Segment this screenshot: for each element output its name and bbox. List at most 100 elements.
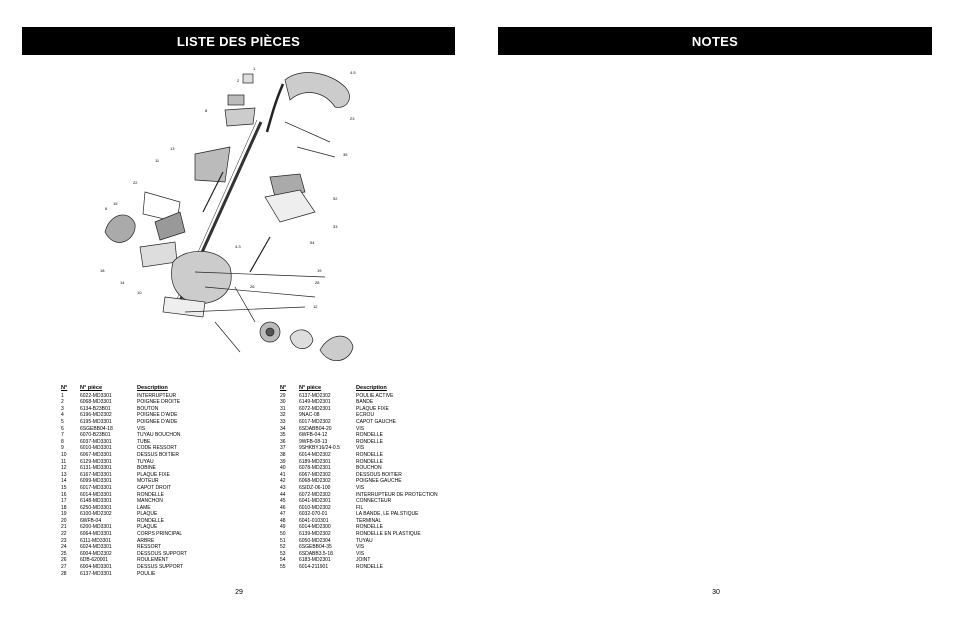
part-code: 6022-MD3301 [80,392,112,399]
part-number-index: 10 [61,451,67,458]
part-code: 6131-MD3301 [80,465,112,472]
part-description: LA BANDE, LE PALSTIQUE [356,511,419,518]
svg-text:1: 1 [253,66,256,71]
part-code: 6099-MD3301 [80,478,112,485]
part-number-index: 19 [61,511,67,518]
part-code: 6072-MD2301 [299,405,331,412]
part-description: ARBRE [137,537,155,544]
part-number-index: 20 [61,517,67,524]
svg-text:2: 2 [237,78,240,83]
part-number-index: 49 [280,524,286,531]
part-code: 6032-070-01 [299,511,328,518]
part-description: VIS [356,550,365,557]
part-description: DESSUS BOITIER [137,451,179,458]
part-code: 6137-MD3301 [80,570,112,577]
part-description: PLAQUE [137,511,158,518]
svg-text:52: 52 [333,196,338,201]
part-number-index: 35 [280,432,286,439]
part-code: 6068-MD3301 [80,399,112,406]
part-code: 6004-MD2302 [80,550,112,557]
parts-list-title: LISTE DES PIÈCES [22,27,455,55]
part-number-index: 45 [280,498,286,505]
part-description: POULIE [137,570,156,577]
svg-text:15: 15 [113,201,118,206]
svg-text:4.3: 4.3 [235,244,241,249]
part-description: POIGNEE DROITE [137,399,181,406]
part-description: RONDELLE [356,458,383,465]
part-description: VIS [356,445,365,452]
table-header: N° N° pièce Description [280,385,387,391]
svg-text:14: 14 [120,280,125,285]
part-code: 6196-MD2302 [80,412,112,419]
svg-text:4.5: 4.5 [350,70,356,75]
part-code: 6148-MD3301 [80,498,112,505]
part-number-index: 21 [61,524,67,531]
part-description: MANCHON [137,498,163,505]
part-number-index: 2 [61,399,64,406]
part-code: 6111-MD3301 [80,537,111,544]
part-description: FIL [356,504,364,511]
part-number-index: 22 [61,531,67,538]
page-number: 29 [235,589,243,596]
part-number-index: 53 [280,550,286,557]
part-description: CODE RESSORT [137,445,177,452]
part-description: RONDELLE [356,438,383,445]
part-description: RONDELLE [137,491,164,498]
part-code: 6137-MD2302 [299,392,331,399]
part-number-index: 15 [61,484,67,491]
part-description: BANDE [356,399,374,406]
part-description: RONDELLE [356,451,383,458]
part-number-index: 55 [280,564,286,571]
svg-text:22: 22 [133,180,138,185]
part-code: 6024-MD3301 [80,544,112,551]
part-code: 6134-B23B01 [80,405,111,412]
part-number-index: 43 [280,484,286,491]
part-code: 6183-MD2301 [299,557,331,564]
part-code: 6068-MD2302 [299,478,331,485]
svg-text:19: 19 [317,268,322,273]
table-row: 10 6067-MD3301 DESSUS BOITIER [61,452,277,459]
part-number-index: 46 [280,504,286,511]
page-number: 30 [712,589,720,596]
part-description: RONDELLE [356,564,383,571]
svg-text:26: 26 [250,284,255,289]
part-description: PLAQUE [137,524,158,531]
part-code: 6067-MD3301 [80,451,112,458]
part-number-index: 44 [280,491,286,498]
part-code: 6010-MD3301 [80,445,112,452]
part-number-index: 36 [280,438,286,445]
part-description: CAPOT DROIT [137,484,172,491]
part-description: POIGNEE D'AIDE [137,412,178,419]
part-description: DESSOUS SUPPORT [137,550,187,557]
part-description: ECROU [356,412,375,419]
part-code: 6067-MD2302 [299,471,331,478]
table-row: 2 6068-MD3301 POIGNEE DROITE [61,399,277,406]
part-number-index: 7 [61,432,64,439]
part-number-index: 13 [61,471,67,478]
part-code: 6017-MD2302 [299,418,331,425]
notes-title: NOTES [498,27,932,55]
part-description: CORPS PRINCIPAL [137,531,183,538]
part-description: TUBE [137,438,151,445]
